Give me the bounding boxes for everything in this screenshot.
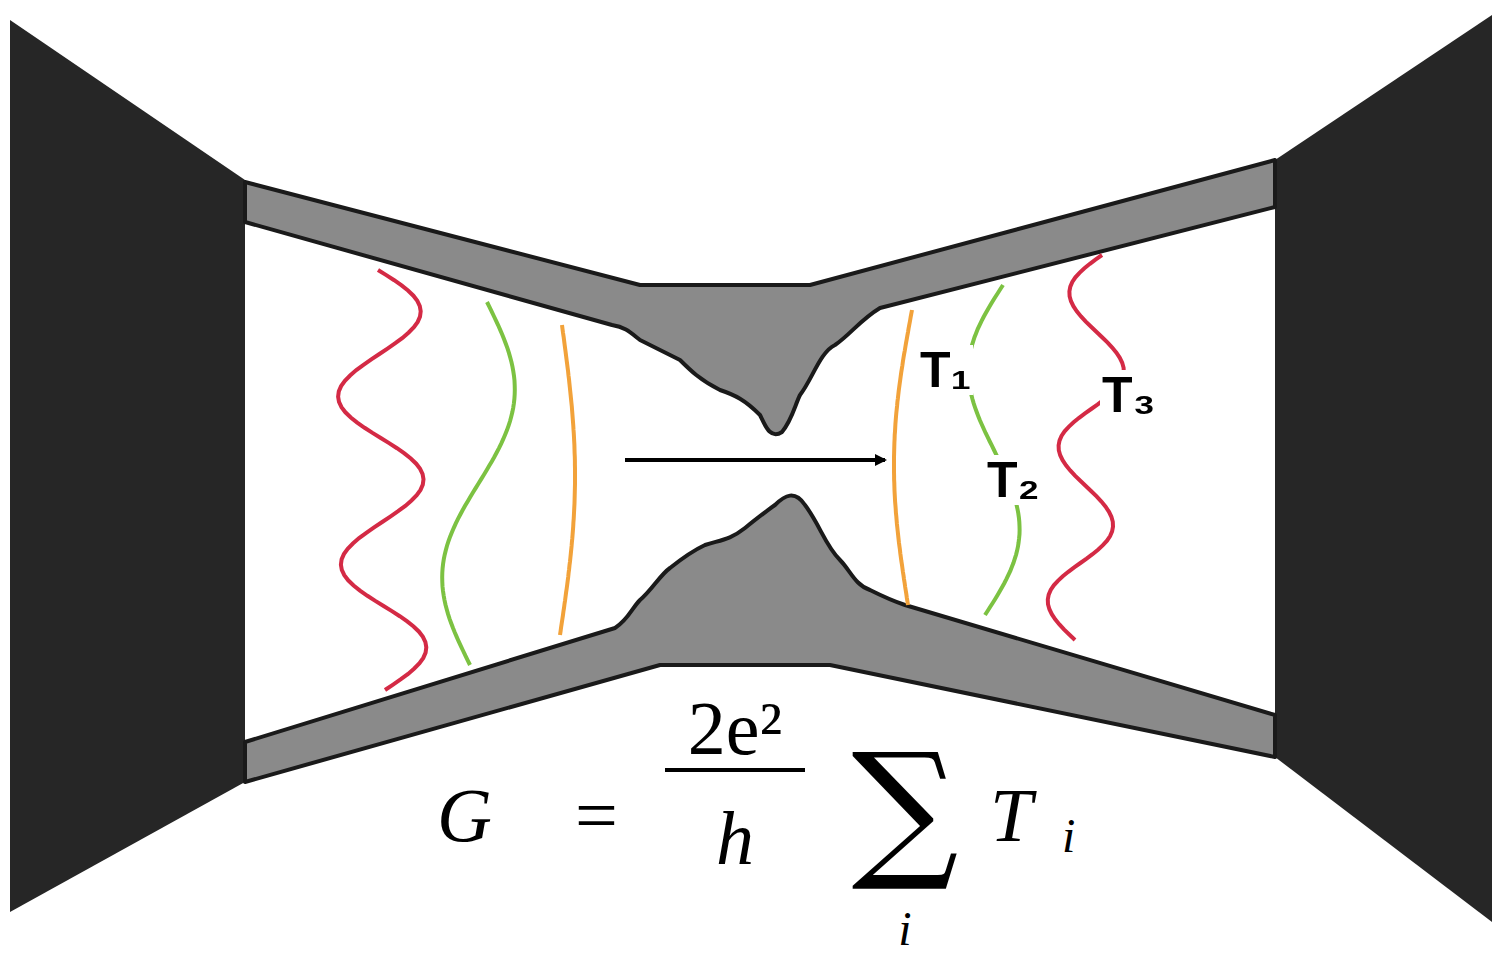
channel-label: T₂ [985, 455, 1042, 505]
formula-sum: ∑ [851, 733, 958, 883]
transport-arrow [625, 458, 885, 462]
wavefront [442, 302, 515, 665]
channel-label: T₁ [918, 345, 973, 395]
wavefront [560, 325, 575, 635]
wavefront [894, 310, 912, 605]
wavefront [338, 270, 426, 690]
formula-index: i [1062, 812, 1075, 860]
formula-denominator: h [716, 800, 754, 876]
left-contact [10, 20, 245, 912]
wavefront [1048, 255, 1124, 640]
formula-symbol: = [575, 777, 618, 853]
top-lead [245, 160, 1275, 434]
channel-label: T₃ [1100, 370, 1158, 420]
formula-index: i [898, 905, 911, 953]
wavefronts [338, 255, 1124, 690]
wavefront [968, 285, 1019, 615]
bottom-lead [245, 496, 1275, 782]
fraction-bar [665, 768, 805, 772]
formula-numerator: 2e² [688, 690, 783, 766]
formula-symbol: G [437, 777, 492, 853]
formula-symbol: T [990, 777, 1032, 853]
right-contact [1275, 15, 1492, 922]
